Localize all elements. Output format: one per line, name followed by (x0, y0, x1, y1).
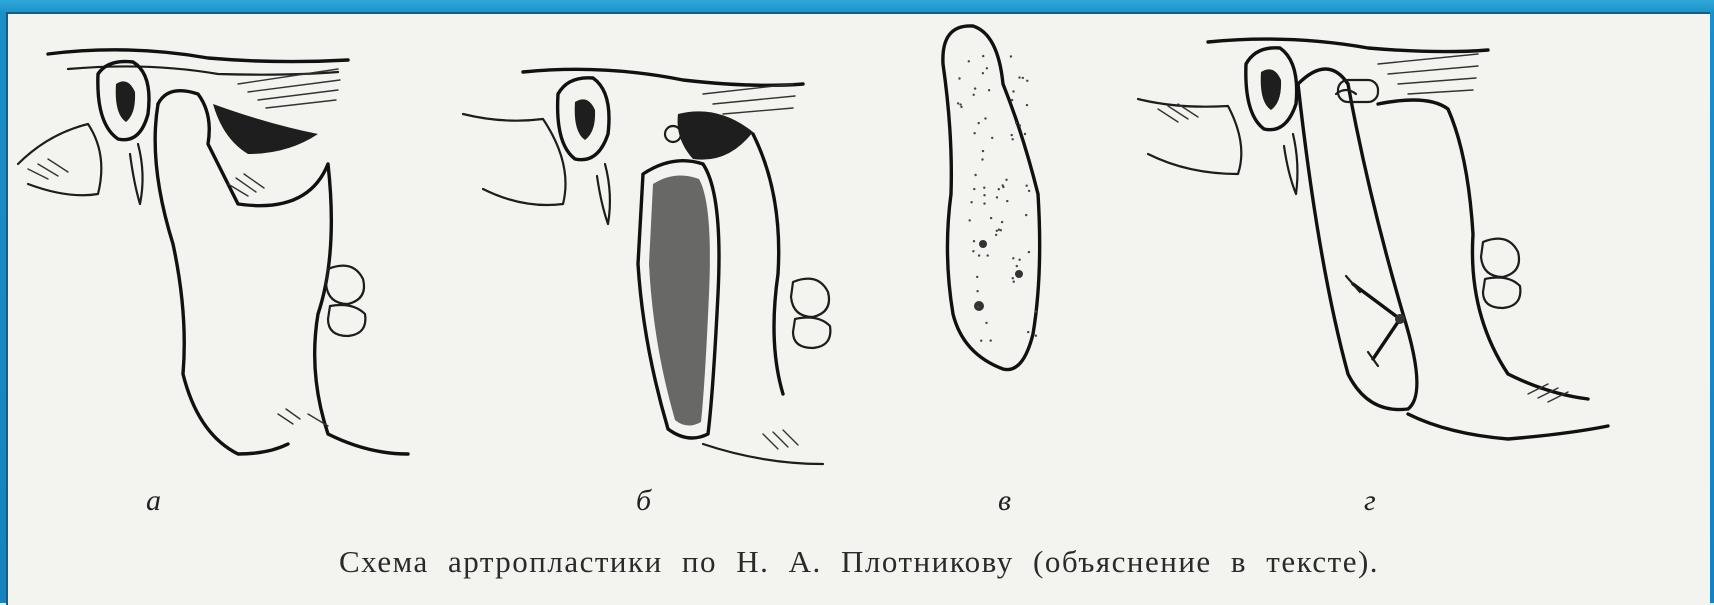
drawing-b (463, 14, 883, 484)
drawing-a (8, 14, 448, 484)
label-b: б (636, 484, 651, 518)
label-a: а (146, 484, 161, 518)
figure-caption: Схема артропластики по Н. А. Плотникову … (8, 544, 1710, 580)
drawing-g (1128, 14, 1710, 484)
figure-panel: а (6, 12, 1710, 605)
label-v: в (998, 484, 1011, 518)
drawing-v (923, 14, 1063, 484)
label-g: г (1364, 484, 1376, 518)
